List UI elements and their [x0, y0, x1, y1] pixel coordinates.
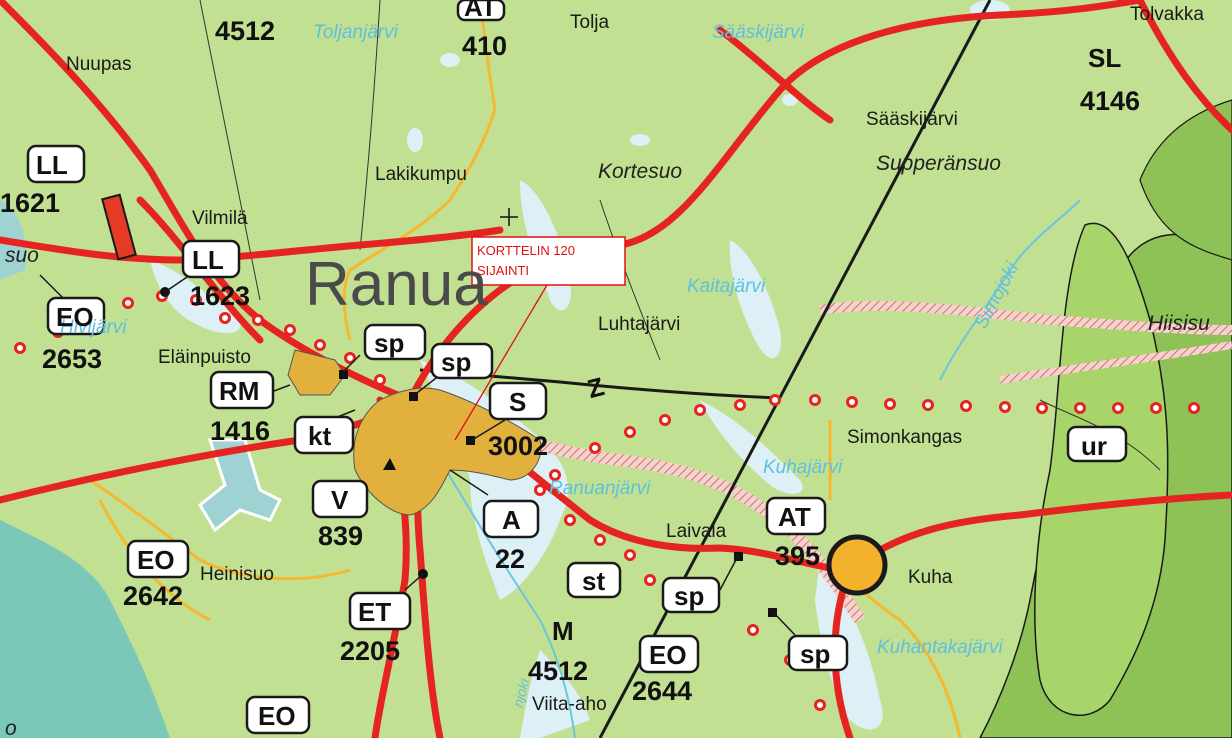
- label-at-410-num: 410: [462, 31, 507, 61]
- label-s-3002-num: 3002: [488, 431, 548, 461]
- hatched-corridor-3: [999, 341, 1232, 384]
- town-area-elainpuisto: [287, 349, 346, 396]
- label-eo-bottom: EO: [258, 701, 296, 731]
- forest-area-ne: [1139, 99, 1232, 261]
- lake-label-joki: njoki: [509, 676, 532, 709]
- lake-small-2: [407, 128, 423, 152]
- lake-small-1: [630, 134, 650, 146]
- lake-label-kaitajarvi: Kaitajärvi: [687, 276, 766, 297]
- label-rm-1416-code: RM: [219, 376, 259, 406]
- place-nuupas: Nuupas: [66, 54, 132, 75]
- lake-kaitajarvi: [729, 240, 781, 359]
- label-ll-1623-num: 1623: [190, 281, 250, 311]
- label-a-22-code: A: [502, 505, 521, 535]
- label-eo-2642-num: 2642: [123, 581, 183, 611]
- village-center-kuha: [826, 534, 888, 596]
- forest-area-hiisisuo: [1034, 222, 1169, 716]
- label-sp-4: sp: [800, 639, 830, 669]
- callout-leader: [454, 279, 551, 441]
- label-st: st: [582, 566, 605, 596]
- lake-label-hivijarvi: Hivijärvi: [60, 317, 127, 338]
- label-eo-2653-num: 2653: [42, 344, 102, 374]
- label-sp-1: sp: [374, 328, 404, 358]
- place-tolja: Tolja: [570, 12, 610, 33]
- place-vilmila: Vilmilä: [192, 208, 248, 229]
- lake-small-3: [440, 53, 460, 67]
- label-s-3002-code: S: [509, 387, 526, 417]
- lake-kuhajarvi: [700, 400, 803, 495]
- lake-small-4: [782, 94, 798, 106]
- crosshair-marker: [500, 208, 518, 226]
- place-suo: suo: [5, 244, 39, 267]
- red-area-marker: [101, 193, 137, 261]
- label-sp-2: sp: [441, 347, 471, 377]
- label-at-395-num: 395: [775, 541, 820, 571]
- river-west: [439, 459, 576, 738]
- callout-line-1: KORTTELIN 120: [477, 243, 575, 258]
- callout-box: [471, 236, 626, 286]
- town-area: [353, 387, 542, 516]
- place-saaskijarvi: Sääskijärvi: [866, 109, 958, 130]
- place-hiisisuo: Hiisisu: [1148, 312, 1210, 335]
- label-eo-2653-code: EO: [56, 302, 94, 332]
- place-kortesuo: Kortesuo: [598, 160, 682, 183]
- place-laivala: Laivala: [666, 521, 727, 542]
- power-lines: [419, 0, 992, 738]
- lake-dark-west: [198, 438, 283, 533]
- wetland-area-sw: [0, 520, 170, 738]
- lake-label-kuhantakajarvi: Kuhantakajärvi: [877, 637, 1003, 658]
- planned-route-markers: [14, 290, 1200, 711]
- label-connectors: [39, 274, 796, 636]
- label-ll-1621-code: LL: [36, 150, 68, 180]
- label-sp-3: sp: [674, 581, 704, 611]
- place-tolvakka: Tolvakka: [1130, 4, 1204, 25]
- lake-label-saaskijarvi: Sääskijärvi: [712, 22, 805, 43]
- label-m-4512-num: 4512: [528, 656, 588, 686]
- label-eo-2642-code: EO: [137, 545, 175, 575]
- lake-label-kuhajarvi: Kuhajärvi: [763, 457, 843, 478]
- label-eo-2644-code: EO: [649, 640, 687, 670]
- river-simojoki: [939, 199, 1081, 381]
- callout-line-2: SIJAINTI: [477, 263, 529, 278]
- place-viita-aho: Viita-aho: [532, 694, 607, 715]
- label-v-839-code: V: [331, 485, 349, 515]
- label-sl-num: 4146: [1080, 86, 1140, 116]
- label-et-2205-code: ET: [358, 597, 391, 627]
- label-a-22-num: 22: [495, 544, 525, 574]
- label-et-2205-num: 2205: [340, 636, 400, 666]
- label-m-4512-code: M: [552, 616, 574, 646]
- label-4512-top: 4512: [215, 16, 275, 46]
- place-simonkangas: Simonkangas: [847, 427, 962, 448]
- place-kuha: Kuha: [908, 567, 953, 588]
- place-supperansuo: Supperänsuo: [876, 152, 1001, 175]
- minor-roads: [89, 0, 962, 738]
- place-bottom-left: o: [5, 717, 17, 738]
- place-lakikumpu: Lakikumpu: [375, 164, 467, 185]
- label-z: Z: [584, 371, 607, 404]
- label-v-839-num: 839: [318, 521, 363, 551]
- label-boxes: [26, 0, 1128, 735]
- place-heinisuo: Heinisuo: [200, 564, 274, 585]
- place-elainpuisto: Eläinpuisto: [158, 347, 251, 368]
- label-at-395-code: AT: [778, 502, 811, 532]
- label-eo-2644-num: 2644: [632, 676, 692, 706]
- label-rm-1416-num: 1416: [210, 416, 270, 446]
- label-kt: kt: [308, 421, 331, 451]
- place-luhtajarvi: Luhtajärvi: [598, 314, 680, 335]
- lake-label-ranuanjarvi: Ranuanjärvi: [549, 478, 651, 499]
- lake-kuhantaka: [815, 560, 883, 730]
- label-ll-1623-code: LL: [192, 245, 224, 275]
- label-sl-code: SL: [1088, 43, 1121, 73]
- hatched-corridor-2: [819, 300, 1232, 335]
- town-name-ranua: Ranua: [305, 250, 488, 319]
- lake-label-toljanjarvi: Toljanjärvi: [313, 22, 399, 43]
- label-ur: ur: [1081, 431, 1107, 461]
- label-ll-1621-num: 1621: [0, 188, 60, 218]
- label-at-410-code: AT: [464, 0, 497, 22]
